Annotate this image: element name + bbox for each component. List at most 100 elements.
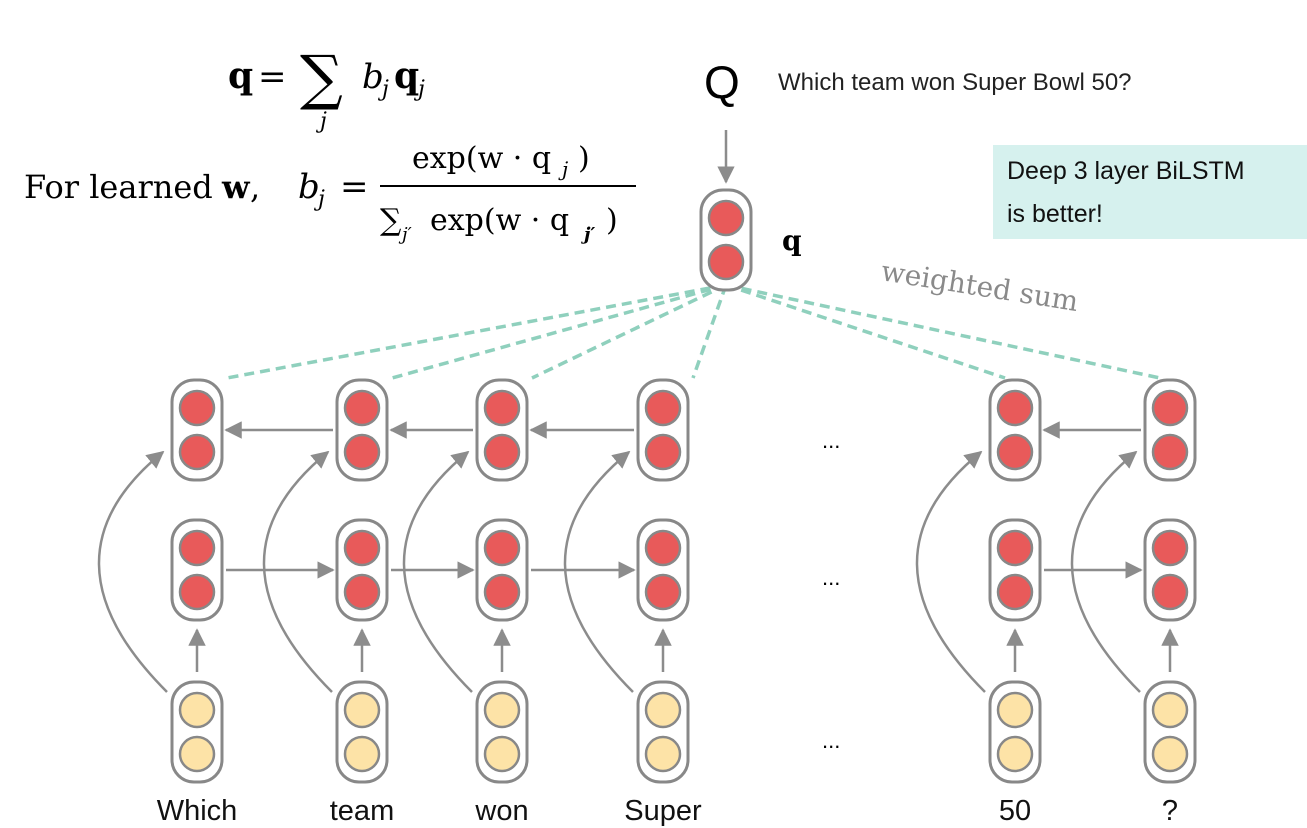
callout: Deep 3 layer BiLSTM is better! [993, 145, 1307, 239]
embedding-cell-4-unit-upper [644, 691, 682, 729]
formula-weights-numerator-sub: j [558, 157, 568, 181]
backward-cell-4-unit-upper [644, 389, 682, 427]
query-vector-cell [699, 188, 753, 292]
attention-line-3 [531, 283, 727, 380]
embed-to-backward-curve-3 [402, 450, 473, 693]
ellipsis-middle: ... [822, 565, 840, 590]
embedding-cell-6-unit-upper [1151, 691, 1189, 729]
formula-weights-denominator-close: ) [606, 203, 618, 238]
formula-sum-equals: = [258, 57, 287, 97]
backward-cell-3-unit-lower [483, 433, 521, 471]
attention-line-4 [691, 284, 728, 379]
question: Q Which team won Super Bowl 50? [704, 56, 1132, 108]
forward-cell-3-unit-lower [483, 573, 521, 611]
embedding-cell-1-unit-upper [178, 691, 216, 729]
forward-cell-1-unit-upper [178, 529, 216, 567]
embedding-cell-3 [475, 680, 529, 784]
token-label-5: 50 [999, 795, 1031, 827]
backward-cell-3-unit-upper [483, 389, 521, 427]
embedding-cell-4-unit-lower [644, 735, 682, 773]
embedding-cell-3-unit-upper [483, 691, 521, 729]
backward-cell-4-unit-lower [644, 433, 682, 471]
attention-line-6 [725, 283, 1161, 380]
backward-cell-2 [335, 378, 389, 482]
rnn-cells [170, 188, 1197, 784]
formula-weights-comma: , [250, 168, 260, 206]
token-label-3: won [474, 795, 528, 827]
embedding-cell-3-unit-lower [483, 735, 521, 773]
forward-cell-6-unit-lower [1151, 573, 1189, 611]
formula-weights-denominator-sum: ∑ [380, 203, 402, 238]
embedding-cell-6 [1143, 680, 1197, 784]
backward-cell-1-unit-upper [178, 389, 216, 427]
callout-box [993, 145, 1307, 239]
forward-cell-4-unit-upper [644, 529, 682, 567]
embedding-cell-5-unit-lower [996, 735, 1034, 773]
formula-sum-lhs: q [228, 55, 253, 97]
formula-weights-w: w [221, 168, 251, 206]
backward-cell-2-unit-lower [343, 433, 381, 471]
forward-cell-6 [1143, 518, 1197, 622]
token-label-6: ? [1162, 795, 1178, 827]
ellipsis-top: ... [822, 428, 840, 453]
callout-line1: Deep 3 layer BiLSTM [1007, 157, 1245, 185]
token-labels: Which team won Super 50? [157, 795, 1178, 827]
formula-weights-denominator-exp: exp(w · q [430, 203, 569, 238]
backward-cell-5-unit-upper [996, 389, 1034, 427]
embed-to-backward-curve-5 [915, 450, 986, 693]
embedding-cell-6-unit-lower [1151, 735, 1189, 773]
forward-cell-6-unit-upper [1151, 529, 1189, 567]
attention-line-1 [226, 283, 727, 380]
embedding-cell-5-unit-upper [996, 691, 1034, 729]
backward-cell-6-unit-lower [1151, 433, 1189, 471]
query-vector-cell-unit-upper [707, 199, 745, 237]
backward-cell-5-unit-lower [996, 433, 1034, 471]
embed-to-backward-curve-1 [97, 450, 168, 693]
formula-weights-prefix: For learned [24, 168, 213, 206]
embedding-cell-4 [636, 680, 690, 784]
formula-sum-symbol: ∑ [300, 43, 343, 113]
backward-cell-6-unit-upper [1151, 389, 1189, 427]
embedding-cell-1 [170, 680, 224, 784]
embedding-cell-2 [335, 680, 389, 784]
forward-cell-2-unit-lower [343, 573, 381, 611]
ellipsis-bottom: ... [822, 728, 840, 753]
backward-cell-1-unit-lower [178, 433, 216, 471]
rnn-arrows [97, 421, 1179, 693]
formula-weights-b: b [298, 167, 320, 207]
backward-cell-3 [475, 378, 529, 482]
embedding-cell-1-unit-lower [178, 735, 216, 773]
formula-weights-equals: = [340, 167, 369, 207]
forward-cell-4 [636, 518, 690, 622]
formula-sum-term-q: q [394, 55, 419, 97]
formula-weights-numerator-close: ) [578, 141, 590, 176]
dashed-attention-lines [226, 283, 1161, 380]
question-marker: Q [704, 56, 740, 108]
forward-cell-5-unit-lower [996, 573, 1034, 611]
formula-sum: q = ∑ j b j q j [228, 43, 425, 134]
embedding-cell-2-unit-upper [343, 691, 381, 729]
weighted-sum-label: weighted sum [879, 254, 1081, 318]
attention-line-5 [725, 283, 1006, 380]
formula-weights-denominator-sub: j′ [398, 224, 412, 245]
token-label-4: Super [624, 795, 702, 827]
embedding-cell-5 [988, 680, 1042, 784]
attention-line-2 [391, 283, 727, 380]
callout-line2: is better! [1007, 200, 1103, 228]
query-vector-label: q [782, 224, 802, 257]
forward-cell-1 [170, 518, 224, 622]
token-label-2: team [330, 795, 394, 827]
formula-weights: For learned w , b j = exp(w · q j ) ∑ j′… [24, 141, 636, 245]
embed-to-backward-curve-4 [563, 450, 634, 693]
formula-sum-term-b: b [362, 57, 384, 97]
question-text: Which team won Super Bowl 50? [778, 69, 1132, 96]
forward-cell-2-unit-upper [343, 529, 381, 567]
token-label-1: Which [157, 795, 238, 827]
forward-cell-2 [335, 518, 389, 622]
embed-to-backward-curve-2 [262, 450, 333, 693]
forward-cell-3 [475, 518, 529, 622]
formula-weights-denominator-q-sub: j′ [581, 224, 596, 245]
forward-cell-1-unit-lower [178, 573, 216, 611]
embed-to-backward-curve-6 [1070, 450, 1141, 693]
